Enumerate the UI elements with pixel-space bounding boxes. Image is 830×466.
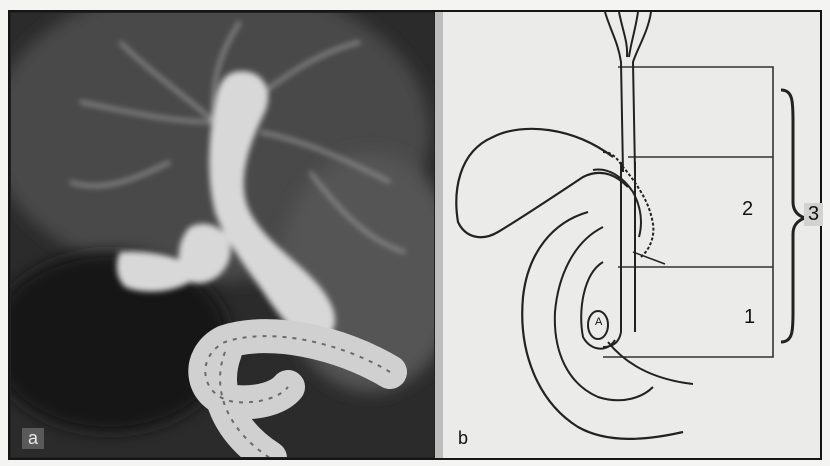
segment-3-label: 3 bbox=[804, 203, 823, 226]
papilla-label: A bbox=[595, 316, 602, 328]
panel-divider bbox=[435, 12, 443, 458]
panel-b-label: b bbox=[458, 428, 468, 449]
segment-2-label: 2 bbox=[742, 198, 753, 221]
panel-a-label: a bbox=[22, 428, 44, 449]
cholangiogram-radiograph bbox=[10, 12, 435, 458]
schematic-drawing bbox=[443, 12, 820, 458]
segment-1-label: 1 bbox=[744, 306, 755, 329]
